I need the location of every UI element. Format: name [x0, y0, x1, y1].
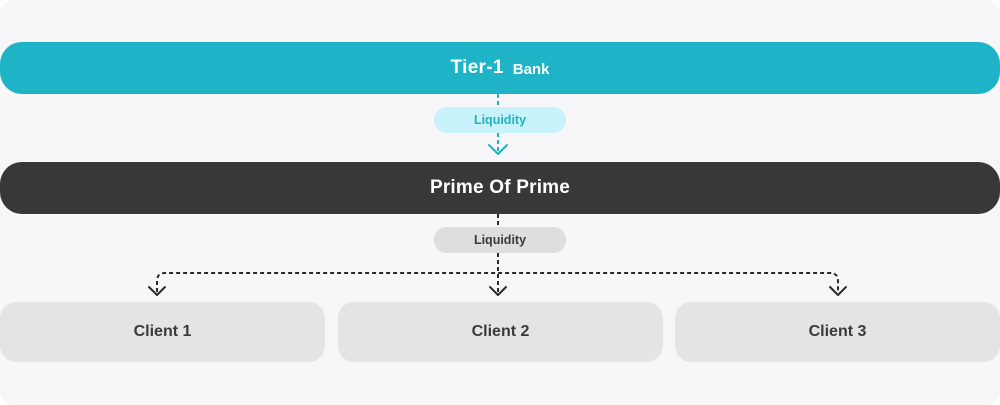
client-node-2: Client 2	[338, 302, 663, 362]
arrow-down-icon	[148, 286, 166, 296]
client-node-3: Client 3	[675, 302, 1000, 362]
arrow-down-icon	[489, 286, 507, 296]
prime-of-prime-node: Prime Of Prime	[0, 162, 1000, 214]
liquidity-badge-bottom: Liquidity	[434, 227, 566, 253]
tier1-bank-node: Tier-1 Bank	[0, 42, 1000, 94]
liquidity-badge-top: Liquidity	[434, 107, 566, 133]
arrow-down-icon	[829, 286, 847, 296]
arrow-down-icon	[488, 144, 508, 155]
branch-connector	[156, 272, 839, 292]
bank-label: Bank	[512, 60, 550, 78]
tier1-label: Tier-1	[450, 57, 504, 78]
client-node-1: Client 1	[0, 302, 325, 362]
